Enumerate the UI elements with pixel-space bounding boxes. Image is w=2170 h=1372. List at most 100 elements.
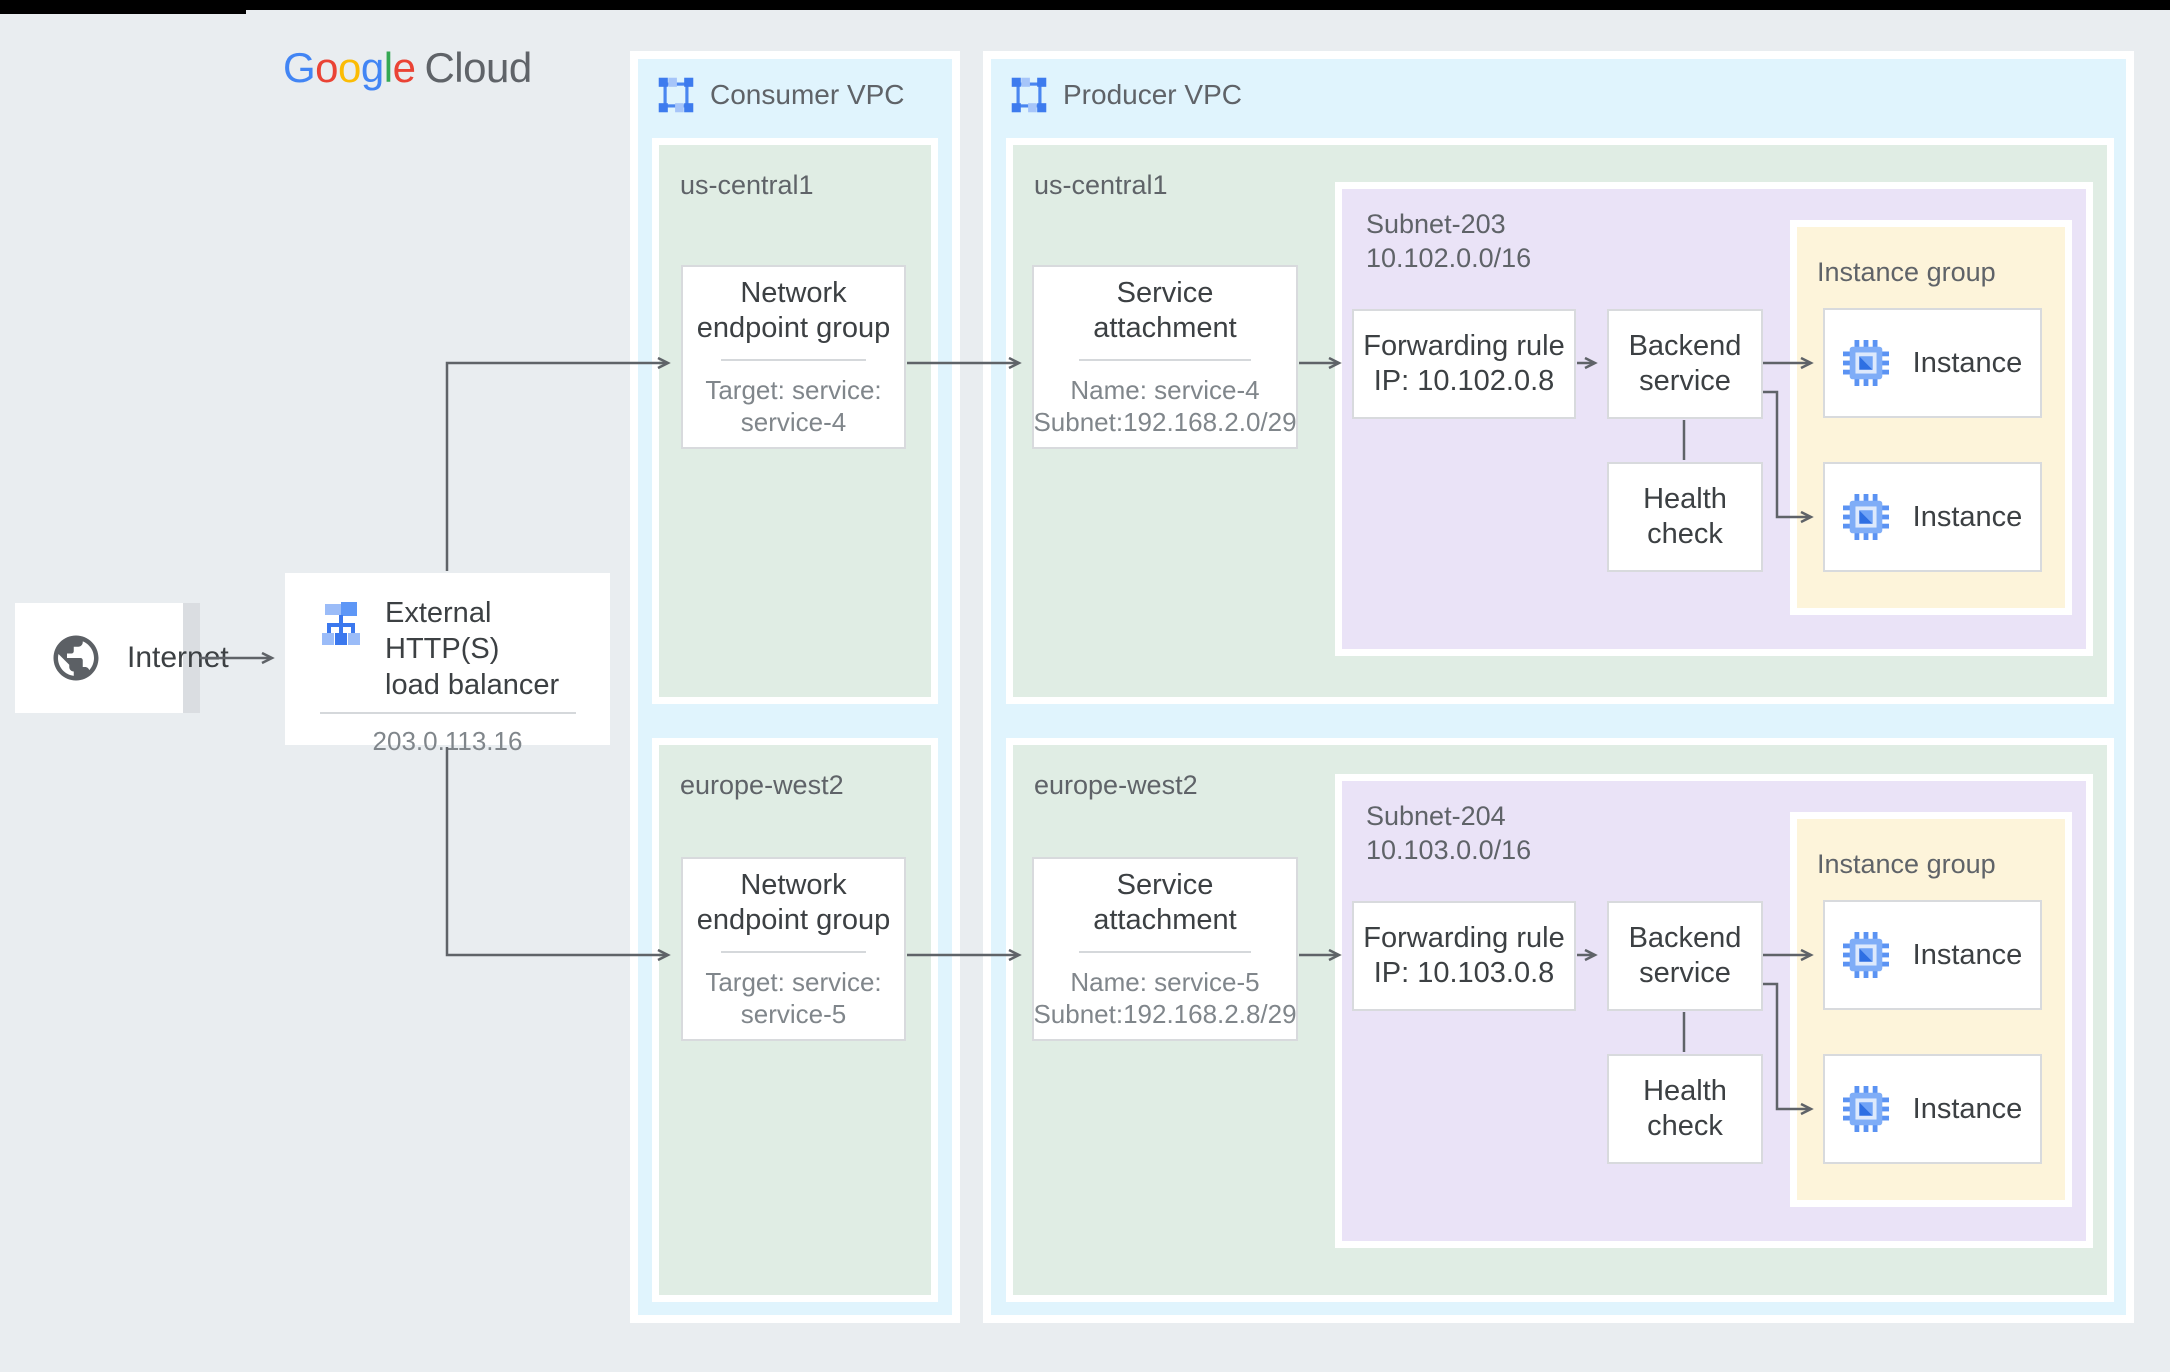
subnet-204-box: Subnet-204 10.103.0.0/16 Forwarding rule… <box>1335 774 2093 1248</box>
instance-label: Instance <box>1912 938 2023 971</box>
neg-target-line: Target: service: <box>705 967 882 997</box>
load-balancer-title: External HTTP(S) load balancer <box>385 595 610 703</box>
consumer-vpc-container: Consumer VPC us-central1 Network endpoin… <box>630 51 960 1323</box>
network-endpoint-group-box: Network endpoint group Target: service: … <box>681 857 906 1041</box>
subnet-name: Subnet-203 <box>1366 209 1506 239</box>
backend-service-line: Backend <box>1628 922 1742 954</box>
consumer-region-us-central1: us-central1 Network endpoint group Targe… <box>652 138 938 704</box>
instance-label: Instance <box>1912 346 2023 379</box>
divider <box>720 359 867 361</box>
health-check-text: Health check <box>1643 1074 1727 1144</box>
consumer-vpc-label: Consumer VPC <box>710 79 905 110</box>
instance-group-label: Instance group <box>1817 849 1996 879</box>
backend-service-text: Backend service <box>1629 921 1742 991</box>
logo-letter: g <box>360 44 384 91</box>
compute-instance-icon <box>1842 1086 1889 1132</box>
neg-title: Network endpoint group <box>697 276 891 346</box>
vpc-icon <box>656 75 696 115</box>
health-check-line: check <box>1647 518 1723 550</box>
neg-target-line: Target: service: <box>705 375 882 405</box>
neg-title: Network endpoint group <box>697 868 891 938</box>
backend-service-line: Backend <box>1628 330 1742 362</box>
producer-vpc-label: Producer VPC <box>1063 79 1242 110</box>
region-label: us-central1 <box>1034 170 1168 200</box>
sa-detail-line: Name: service-5 <box>1070 967 1260 997</box>
compute-instance-icon <box>1842 494 1889 540</box>
service-attachment-title: Service attachment <box>1093 868 1236 938</box>
service-attachment-title: Service attachment <box>1093 276 1236 346</box>
divider <box>1078 359 1252 361</box>
region-label: us-central1 <box>680 170 814 200</box>
top-bar-left-segment <box>0 0 246 14</box>
forwarding-rule-line: Forwarding rule <box>1363 922 1565 954</box>
instance-label: Instance <box>1912 500 2023 533</box>
producer-region-europe-west2: europe-west2 Service attachment Name: se… <box>1006 738 2114 1302</box>
producer-vpc-container: Producer VPC us-central1 Service attachm… <box>983 51 2134 1323</box>
load-balancer-icon <box>317 599 365 647</box>
divider <box>720 951 867 953</box>
neg-title-line: Network <box>740 869 847 901</box>
divider <box>1078 951 1252 953</box>
globe-icon <box>49 631 103 685</box>
backend-service-line: service <box>1639 957 1731 989</box>
compute-instance-icon <box>1842 932 1889 978</box>
neg-target-line: service-4 <box>740 407 847 437</box>
forwarding-rule-ip: IP: 10.103.0.8 <box>1373 957 1555 989</box>
backend-service-box: Backend service <box>1607 901 1763 1011</box>
backend-service-text: Backend service <box>1629 329 1742 399</box>
health-check-text: Health check <box>1643 482 1727 552</box>
instance-group-box: Instance group <box>1790 220 2072 615</box>
logo-letter: o <box>338 44 361 91</box>
backend-service-box: Backend service <box>1607 309 1763 419</box>
instance-box: Instance <box>1823 900 2042 1010</box>
producer-region-us-central1: us-central1 Service attachment Name: ser… <box>1006 138 2114 704</box>
subnet-label: Subnet-204 10.103.0.0/16 <box>1342 781 2086 867</box>
sa-title-line: attachment <box>1093 904 1237 936</box>
health-check-box: Health check <box>1607 462 1763 572</box>
sa-title-line: Service <box>1116 869 1214 901</box>
backend-service-line: service <box>1639 365 1731 397</box>
compute-instance-icon <box>1842 340 1889 386</box>
load-balancer-title-line1: External HTTP(S) <box>385 597 500 665</box>
health-check-line: Health <box>1643 1075 1727 1107</box>
subnet-203-box: Subnet-203 10.102.0.0/16 Forwarding rule… <box>1335 182 2093 656</box>
sa-title-line: Service <box>1116 277 1214 309</box>
network-endpoint-group-box: Network endpoint group Target: service: … <box>681 265 906 449</box>
subnet-cidr: 10.102.0.0/16 <box>1366 243 1532 273</box>
load-balancer-box: External HTTP(S) load balancer 203.0.113… <box>285 573 610 756</box>
instance-box: Instance <box>1823 462 2042 572</box>
region-label: europe-west2 <box>1034 770 1198 800</box>
sa-title-line: attachment <box>1093 312 1237 344</box>
health-check-box: Health check <box>1607 1054 1763 1164</box>
neg-target: Target: service: service-5 <box>705 966 881 1030</box>
subnet-cidr: 10.103.0.0/16 <box>1366 835 1532 865</box>
forwarding-rule-line: Forwarding rule <box>1363 330 1565 362</box>
instance-group-box: Instance group <box>1790 812 2072 1207</box>
sa-detail-line: Name: service-4 <box>1070 375 1260 405</box>
neg-title-line: endpoint group <box>696 312 891 344</box>
subnet-name: Subnet-204 <box>1366 801 1506 831</box>
load-balancer-ip: 203.0.113.16 <box>372 726 523 756</box>
neg-title-line: endpoint group <box>696 904 891 936</box>
consumer-region-europe-west2: europe-west2 Network endpoint group Targ… <box>652 738 938 1302</box>
instance-box: Instance <box>1823 1054 2042 1164</box>
neg-target: Target: service: service-4 <box>705 374 881 438</box>
neg-title-line: Network <box>740 277 847 309</box>
forwarding-rule-box: Forwarding rule IP: 10.102.0.8 <box>1352 309 1576 419</box>
vpc-icon <box>1009 75 1049 115</box>
sa-detail-line: Subnet:192.168.2.0/29 <box>1033 407 1297 437</box>
divider <box>319 712 576 714</box>
instance-group-label: Instance group <box>1817 257 1996 287</box>
forwarding-rule-text: Forwarding rule IP: 10.102.0.8 <box>1363 329 1564 399</box>
sa-detail-line: Subnet:192.168.2.8/29 <box>1033 999 1297 1029</box>
logo-letter: o <box>315 44 339 91</box>
health-check-line: check <box>1647 1110 1723 1142</box>
logo-letter: e <box>392 44 416 91</box>
service-attachment-box: Service attachment Name: service-4 Subne… <box>1032 265 1298 449</box>
logo-cloud-text: Cloud <box>424 44 532 91</box>
forwarding-rule-ip: IP: 10.102.0.8 <box>1373 365 1555 397</box>
service-attachment-box: Service attachment Name: service-5 Subne… <box>1032 857 1298 1041</box>
load-balancer-title-line2: load balancer <box>385 669 560 701</box>
instance-box: Instance <box>1823 308 2042 418</box>
